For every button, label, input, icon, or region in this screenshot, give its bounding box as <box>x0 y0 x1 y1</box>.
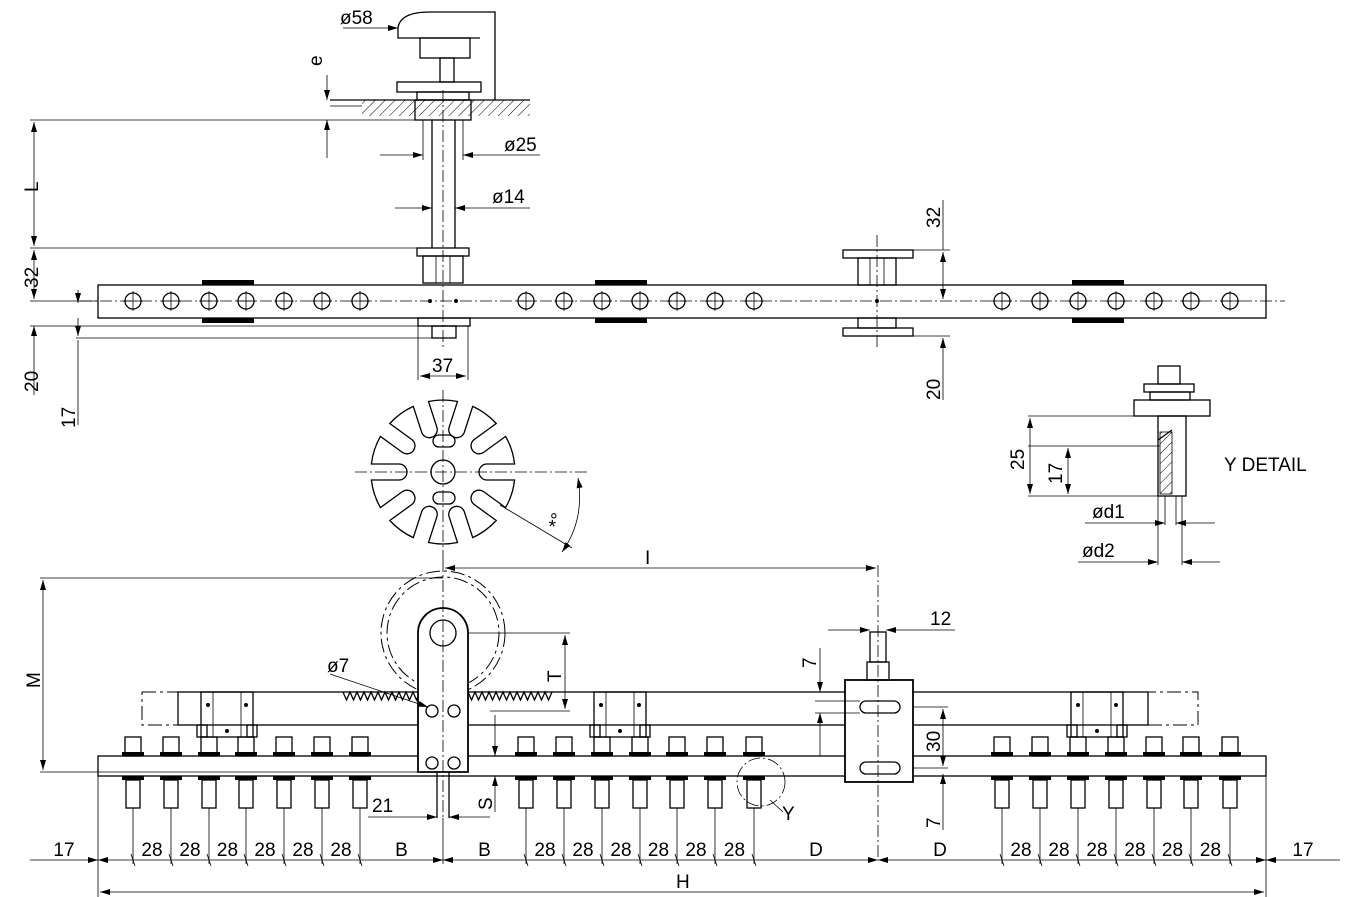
dim-L-label: L <box>22 181 43 192</box>
bottom-dim-label: 28 <box>292 840 313 861</box>
bottom-dimension-chain: 17 28 28 28 28 28 28 B B 28 28 28 28 28 28 D D 28 28 28 28 28… <box>30 808 1340 867</box>
dim-S-label: S <box>476 797 497 810</box>
peg-shaft <box>632 779 648 809</box>
dia-25-label: ø25 <box>504 135 537 156</box>
clamp-block <box>196 691 258 738</box>
dia-14-label: ø14 <box>492 187 525 208</box>
bottom-dim-label: 28 <box>179 840 200 861</box>
y-detail-title: Y DETAIL <box>1224 455 1307 476</box>
peg-shaft <box>314 779 330 809</box>
peg-shaft <box>1032 779 1048 809</box>
dim-M-label: M <box>24 672 45 688</box>
bottom-dim-label: D <box>809 840 823 861</box>
peg-shaft <box>352 779 368 809</box>
peg-shaft <box>594 779 610 809</box>
bottom-dim-label: 28 <box>254 840 275 861</box>
y-detail: 25 17 Y DETAIL ød1 ød2 <box>1008 365 1307 565</box>
dim-20-right-label: 20 <box>924 379 945 400</box>
dim-7-top-label: 7 <box>800 657 821 668</box>
detail-ref-Y: Y <box>782 804 795 825</box>
ceiling-hatch <box>362 100 530 116</box>
front-pegs <box>122 736 1241 809</box>
disc-angle-label: *° <box>545 510 570 531</box>
dim-H-label: H <box>676 872 690 893</box>
dia-7-label: ø7 <box>327 656 349 677</box>
peg-shaft <box>994 779 1010 809</box>
dim-30-label: 30 <box>924 731 945 752</box>
bottom-dim-label: 28 <box>1162 840 1183 861</box>
peg-shaft <box>1070 779 1086 809</box>
clamp-block <box>589 691 651 738</box>
dia-58-label: ø58 <box>340 8 373 29</box>
dim-7-bottom-label: 7 <box>924 817 945 828</box>
peg-shaft <box>518 779 534 809</box>
bottom-dim-label: 28 <box>1010 840 1031 861</box>
top-bar <box>97 284 1267 319</box>
dim-32-left-label: 32 <box>22 267 43 288</box>
peg-shaft <box>238 779 254 809</box>
top-bar-holes <box>123 291 1240 311</box>
bottom-dim-label: 28 <box>1200 840 1221 861</box>
dim-37-label: 37 <box>432 356 453 377</box>
y-dia-d1-label: ød1 <box>1092 502 1125 523</box>
bottom-dim-label: 28 <box>1124 840 1145 861</box>
clamp-block <box>1066 691 1128 738</box>
front-bar <box>97 755 1267 777</box>
bottom-dim-label: B <box>395 840 408 861</box>
bottom-dim-label: D <box>933 840 947 861</box>
peg-shaft <box>669 779 685 809</box>
bottom-dim-label: 28 <box>1048 840 1069 861</box>
bottom-dim-label: 28 <box>724 840 745 861</box>
bottom-dim-label: 28 <box>1086 840 1107 861</box>
dim-I-label: I <box>645 548 650 569</box>
top-view: ø58 e ø25 ø14 L 32 20 17 <box>22 8 1285 428</box>
bottom-dim-label: 17 <box>1292 840 1313 861</box>
bottom-dim-label: 28 <box>648 840 669 861</box>
peg-shaft <box>276 779 292 809</box>
peg-shaft <box>556 779 572 809</box>
y-dim-25-label: 25 <box>1008 449 1029 470</box>
bottom-dim-label: 28 <box>217 840 238 861</box>
dim-20-left-label: 20 <box>22 371 43 392</box>
peg-shaft <box>1108 779 1124 809</box>
peg-shaft <box>1183 779 1199 809</box>
y-dim-17-label: 17 <box>1046 463 1067 484</box>
peg-shaft <box>1222 779 1238 809</box>
peg-shaft <box>1146 779 1162 809</box>
bottom-dim-label: 28 <box>572 840 593 861</box>
peg-shaft <box>163 779 179 809</box>
dim-T-label: T <box>545 670 566 682</box>
front-clamps <box>196 691 1128 738</box>
dim-17-left-label: 17 <box>59 407 80 428</box>
bottom-dim-label: 28 <box>685 840 706 861</box>
dim-12-label: 12 <box>930 609 951 630</box>
y-dia-d2-label: ød2 <box>1082 541 1115 562</box>
peg-shaft <box>746 779 762 809</box>
bottom-dim-label: B <box>478 840 491 861</box>
peg-shaft <box>707 779 723 809</box>
peg-shaft <box>125 779 141 809</box>
slotted-disc: *° <box>355 390 590 560</box>
bottom-dim-label: 17 <box>53 840 74 861</box>
dim-21-label: 21 <box>372 796 393 817</box>
bottom-dim-label: 28 <box>330 840 351 861</box>
bottom-dim-label: 28 <box>141 840 162 861</box>
bottom-dim-label: 28 <box>610 840 631 861</box>
dim-32-right-label: 32 <box>924 207 945 228</box>
peg-shaft <box>201 779 217 809</box>
dim-e-label: e <box>306 55 327 66</box>
front-view: I M T ø7 12 7 30 7 21 <box>24 548 1340 897</box>
bottom-dim-label: 28 <box>534 840 555 861</box>
